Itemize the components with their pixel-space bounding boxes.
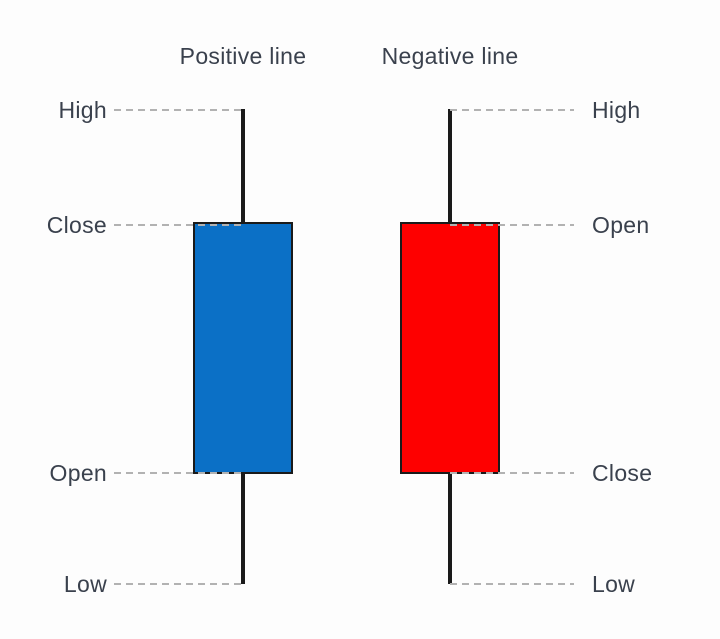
negative-high-label: High xyxy=(592,97,641,123)
positive-candle-labels: High Close Open Low xyxy=(47,97,107,597)
negative-candle-body xyxy=(400,222,500,474)
negative-open-label: Open xyxy=(592,212,649,238)
positive-candle-title: Positive line xyxy=(180,43,307,69)
positive-candle-body xyxy=(193,222,293,474)
positive-close-label: Close xyxy=(47,212,107,238)
negative-low-label: Low xyxy=(592,571,635,597)
positive-candle xyxy=(193,109,293,584)
negative-close-label: Close xyxy=(592,460,652,486)
negative-candle-title: Negative line xyxy=(382,43,519,69)
positive-leader-lines xyxy=(114,109,243,585)
negative-leader-lines xyxy=(450,109,574,585)
negative-candle xyxy=(400,109,500,584)
positive-high-label: High xyxy=(58,97,107,123)
negative-candle-labels: High Open Close Low xyxy=(592,97,652,597)
positive-open-label: Open xyxy=(50,460,107,486)
positive-low-label: Low xyxy=(64,571,107,597)
